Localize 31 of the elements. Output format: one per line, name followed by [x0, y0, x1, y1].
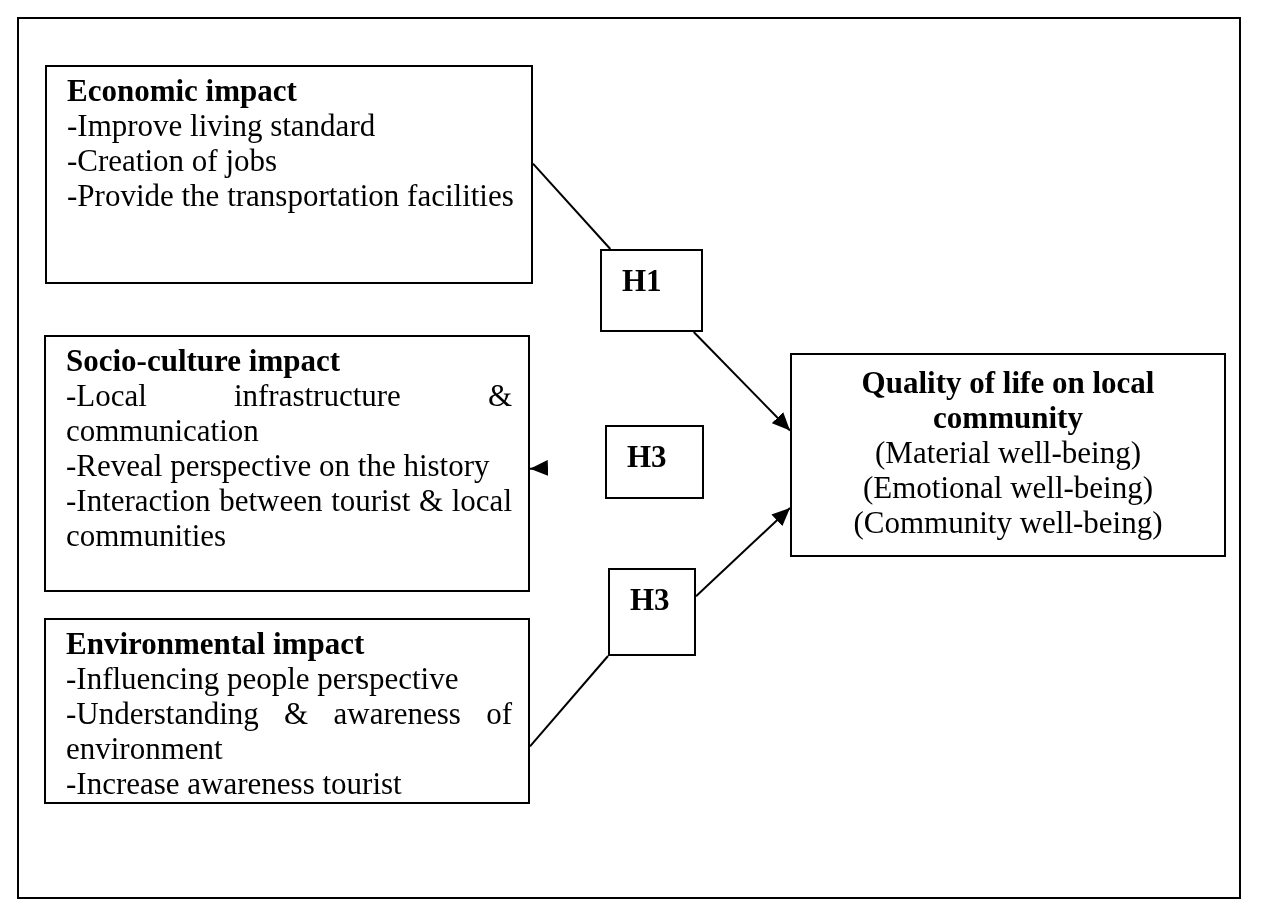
box-heading: Economic impact	[67, 73, 298, 108]
box-item: -Local infrastructure & communication	[66, 378, 512, 448]
factor-box	[44, 335, 530, 592]
box-item: (Material well-being)	[874, 435, 1142, 470]
box-item: -Improve living standard	[67, 108, 377, 143]
connector-line	[529, 655, 609, 748]
box-item: -Creation of jobs	[67, 143, 279, 178]
box-item: -Provide the transportation facilities	[67, 178, 515, 213]
hypothesis-box	[605, 425, 704, 499]
arrowhead	[529, 459, 549, 476]
connector-line	[532, 162, 612, 250]
factor-box	[45, 65, 533, 284]
hypothesis-box	[608, 568, 696, 656]
hypothesis-box	[600, 249, 703, 332]
arrow	[692, 331, 791, 432]
box-item: -Interaction between tourist & local communities	[66, 483, 512, 553]
outcome-box	[790, 353, 1226, 557]
factor-box	[44, 618, 530, 804]
box-heading: Environmental impact	[66, 626, 366, 661]
box-heading: Socio-culture impact	[66, 343, 342, 378]
box-item: (Community well-being)	[852, 505, 1164, 540]
hypothesis-label: H1	[621, 262, 663, 298]
box-item: -Understanding & awareness of environment	[66, 696, 512, 766]
arrow	[695, 507, 791, 598]
box-item: -Increase awareness tourist	[66, 766, 403, 801]
box-item: -Influencing people perspective	[66, 661, 460, 696]
hypothesis-label: H3	[629, 581, 671, 617]
hypothesis-label: H3	[626, 438, 668, 474]
box-item: -Reveal perspective on the history	[66, 448, 491, 483]
box-item: (Emotional well-being)	[861, 470, 1155, 505]
box-heading: Quality of life on local community	[860, 365, 1156, 435]
